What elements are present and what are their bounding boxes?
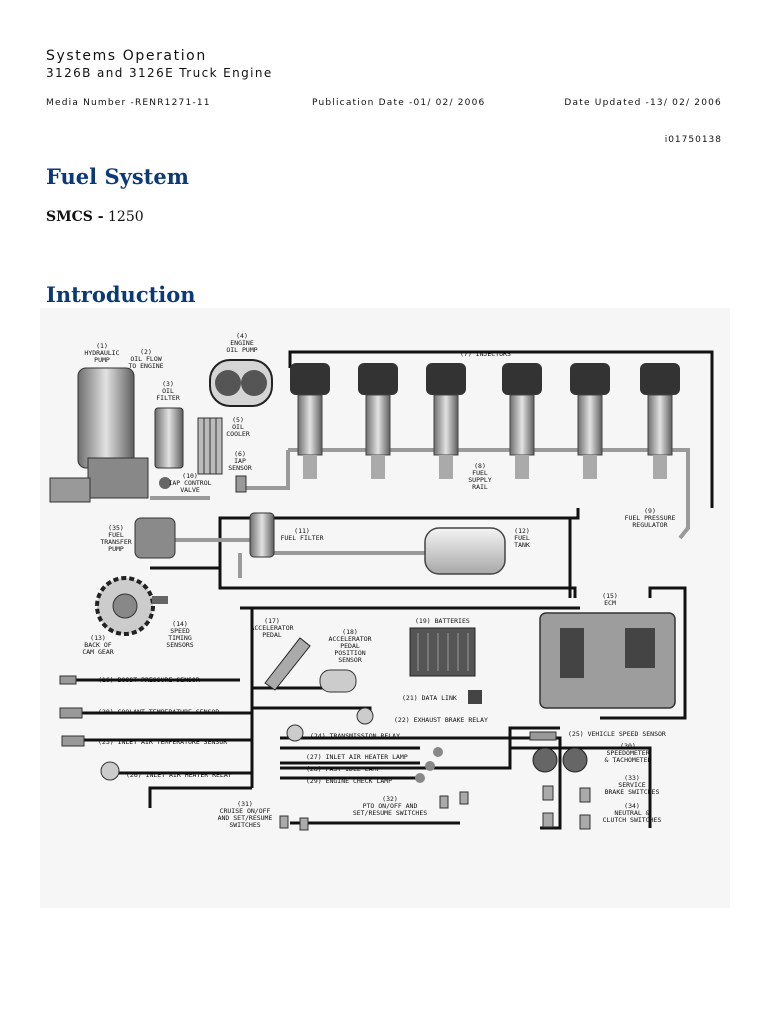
inlet-air-heater-relay — [100, 761, 120, 781]
media-number: Media Number -RENR1271-11 — [46, 98, 211, 108]
label-inlet-air-temperature-sensor: (23) INLET AIR TEMPERATURE SENSOR — [98, 738, 227, 746]
doc-title: Systems Operation — [46, 48, 207, 64]
label-inlet-air-heater-relay: (26) INLET AIR HEATER RELAY — [126, 771, 232, 779]
fuel-filter-canister — [249, 512, 275, 558]
service-brake-switch-a — [542, 785, 554, 801]
fuel-tank — [424, 527, 506, 575]
label-batteries: (19) BATTERIES — [415, 617, 470, 625]
engine-oil-pump — [209, 359, 273, 407]
injectors — [290, 363, 680, 479]
label-data-link: (21) DATA LINK — [402, 694, 457, 702]
service-brake-switch-b — [579, 787, 591, 803]
label-fast-idle-lamp: (28) FAST IDLE LAMP — [306, 765, 380, 773]
cruise-switch-a — [279, 815, 289, 829]
label-injectors: (7) INJECTORS — [460, 350, 511, 358]
pedal-position-sensor — [319, 669, 357, 693]
pto-switch-b — [459, 791, 469, 805]
pto-switch-a — [439, 795, 449, 809]
accelerator-pedal — [264, 637, 311, 691]
label-boost-pressure-sensor: (16) BOOST PRESSURE SENSOR — [98, 676, 200, 684]
label-speedometer-tachometer: (30)SPEEDOMETER& TACHOMETER — [605, 742, 652, 764]
label-neutral-clutch-switches: (34)NEUTRAL &CLUTCH SWITCHES — [603, 802, 662, 824]
smcs-label: SMCS - — [46, 209, 104, 225]
speedometer-gauge — [532, 747, 558, 773]
inlet-air-temperature-sensor — [61, 735, 85, 747]
label-transmission-relay: (24) TRANSMISSION RELAY — [310, 732, 400, 740]
neutral-clutch-switch-a — [542, 812, 554, 828]
date-updated: Date Updated -13/ 02/ 2006 — [564, 98, 722, 108]
data-link-connector — [468, 690, 482, 704]
label-exhaust-brake-relay: (22) EXHAUST BRAKE RELAY — [394, 716, 488, 724]
exhaust-brake-relay — [356, 707, 374, 725]
boost-pressure-sensor — [59, 675, 77, 685]
label-inlet-air-heater-lamp: (27) INLET AIR HEATER LAMP — [306, 753, 408, 761]
engine-check-lamp — [415, 773, 425, 783]
introduction-heading: Introduction — [46, 282, 196, 307]
doc-subtitle: 3126B and 3126E Truck Engine — [46, 66, 273, 80]
label-vehicle-speed-sensor: (25) VEHICLE SPEED SENSOR — [568, 730, 666, 738]
label-engine-check-lamp: (29) ENGINE CHECK LAMP — [306, 777, 392, 785]
smcs-value: 1250 — [108, 209, 144, 225]
section-title: Fuel System — [46, 164, 189, 189]
fast-idle-lamp — [425, 761, 435, 771]
iap-sensor — [235, 475, 247, 493]
document-id: i01750138 — [664, 135, 722, 145]
oil-filter — [154, 407, 184, 469]
pipes-and-wires — [60, 350, 714, 830]
label-fuel-filter: (11)FUEL FILTER — [280, 527, 323, 542]
batteries — [409, 627, 476, 677]
ecm — [539, 612, 676, 709]
label-ecm: (15)ECM — [602, 592, 618, 607]
hydraulic-pump — [49, 367, 176, 559]
publication-date: Publication Date -01/ 02/ 2006 — [312, 98, 486, 108]
vehicle-speed-sensor — [529, 731, 557, 741]
oil-cooler — [197, 417, 223, 475]
smcs-code: SMCS - 1250 — [46, 209, 144, 225]
transmission-relay — [286, 724, 304, 742]
inlet-air-heater-lamp — [433, 747, 443, 757]
coolant-temperature-sensor — [59, 707, 83, 719]
neutral-clutch-switch-b — [579, 814, 591, 830]
tachometer-gauge — [562, 747, 588, 773]
cruise-switch-b — [299, 817, 309, 831]
label-coolant-temperature-sensor: (20) COOLANT TEMPERATURE SENSOR — [98, 708, 219, 716]
cam-gear — [95, 576, 168, 636]
